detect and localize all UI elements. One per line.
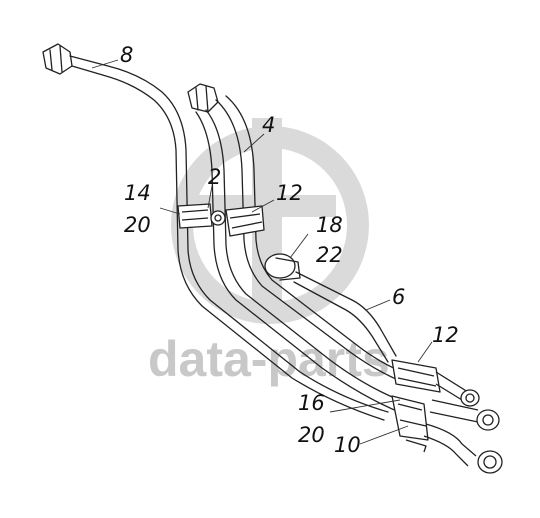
tube-8 bbox=[42, 43, 389, 421]
clamp-lower-top bbox=[391, 359, 441, 393]
callout-20-lower: 20 bbox=[298, 423, 325, 447]
callout-8: 8 bbox=[120, 43, 133, 67]
clamp-lower-bottom bbox=[391, 395, 429, 453]
callout-14: 14 bbox=[124, 181, 151, 205]
callout-10: 10 bbox=[334, 433, 361, 457]
callout-4: 4 bbox=[262, 113, 275, 137]
tube-6 bbox=[264, 253, 397, 363]
fittings-lower-right bbox=[423, 371, 503, 474]
callout-18: 18 bbox=[316, 213, 343, 237]
leader-lines bbox=[91, 59, 433, 445]
callouts: 8 4 2 14 20 12 18 22 6 12 16 20 10 bbox=[120, 43, 459, 457]
callout-22: 22 bbox=[316, 243, 343, 267]
clamp-upper-left bbox=[177, 203, 213, 229]
callout-12-lower: 12 bbox=[432, 323, 459, 347]
callout-2: 2 bbox=[208, 165, 221, 189]
callout-6: 6 bbox=[392, 285, 405, 309]
tube-4 bbox=[187, 83, 429, 415]
callout-20-upper: 20 bbox=[124, 213, 151, 237]
clamp-upper-right bbox=[225, 205, 265, 237]
callout-16: 16 bbox=[298, 391, 325, 415]
callout-12-upper: 12 bbox=[276, 181, 303, 205]
bolt-upper bbox=[210, 210, 226, 226]
